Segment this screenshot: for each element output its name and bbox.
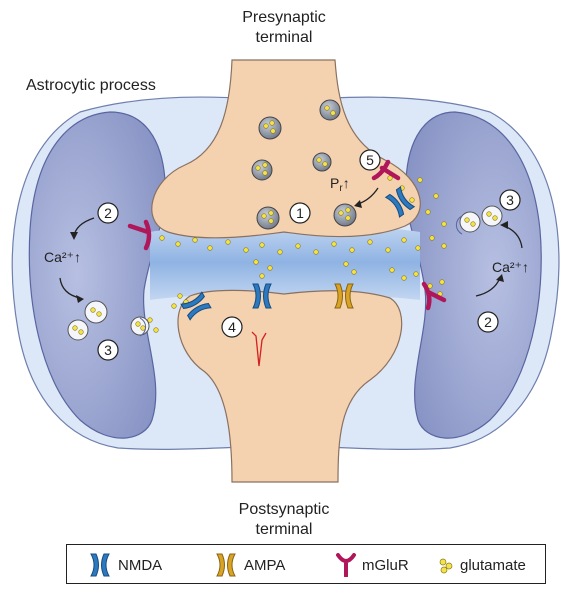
step-label-4: 4 — [228, 319, 236, 335]
legend-item-glutamate: glutamate — [437, 553, 526, 577]
vesicle — [334, 204, 356, 226]
nmda-icon — [87, 553, 113, 577]
step-label-2-left: 2 — [104, 205, 112, 221]
calcium-label-right: Ca²⁺↑ — [492, 259, 529, 275]
vesicle — [320, 100, 340, 120]
vesicle — [252, 160, 272, 180]
calcium-label-left: Ca²⁺↑ — [44, 249, 81, 265]
legend: NMDA AMPA mGluR glutamate — [66, 544, 546, 584]
step-label-1: 1 — [296, 205, 304, 221]
glutamate-icon — [437, 553, 455, 577]
astrocytic-process-label: Astrocytic process — [26, 76, 156, 96]
legend-label-ampa: AMPA — [244, 557, 285, 574]
postsynaptic-label-line2: terminal — [184, 520, 384, 540]
pr-symbol: P — [330, 175, 339, 191]
vesicle — [313, 153, 331, 171]
legend-item-nmda: NMDA — [87, 553, 162, 577]
presynaptic-terminal-label: Presynaptic terminal — [199, 8, 369, 48]
step-label-5: 5 — [366, 152, 374, 168]
legend-label-mglur: mGluR — [362, 557, 409, 574]
postsynaptic-terminal-label: Postsynaptic terminal — [184, 500, 384, 540]
legend-label-nmda: NMDA — [118, 557, 162, 574]
postsynaptic-label-line1: Postsynaptic — [184, 500, 384, 520]
vesicle — [257, 207, 279, 229]
vesicle — [259, 117, 281, 139]
presynaptic-label-line2: terminal — [199, 28, 369, 48]
pr-arrow: ↑ — [343, 175, 350, 191]
ampa-icon — [213, 553, 239, 577]
step-label-3-right: 3 — [506, 192, 514, 208]
mglur-icon — [335, 553, 357, 577]
presynaptic-label-line1: Presynaptic — [199, 8, 369, 28]
legend-item-ampa: AMPA — [213, 553, 285, 577]
legend-item-mglur: mGluR — [335, 553, 409, 577]
step-label-2-right: 2 — [484, 314, 492, 330]
step-label-3-left: 3 — [104, 342, 112, 358]
legend-label-glutamate: glutamate — [460, 557, 526, 574]
